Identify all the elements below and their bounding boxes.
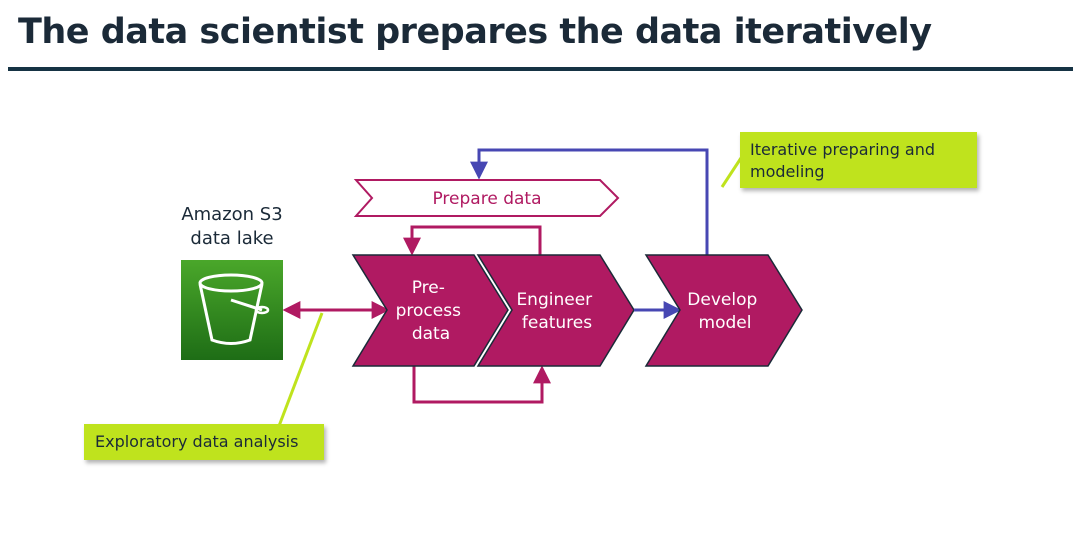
preprocess-label: Pre- process data: [396, 278, 467, 344]
preprocess-data-step: Pre- process data: [351, 254, 509, 367]
s3-label-line2: data lake: [190, 228, 274, 249]
develop-model-step: Develop model: [644, 254, 803, 367]
develop-label: Develop model: [687, 290, 762, 333]
callout-iterative-modeling: Iterative preparing and modeling: [740, 132, 977, 188]
preprocess-top-loop: [403, 225, 542, 256]
iteration-loop-arrow: [470, 148, 709, 256]
prepare-data-banner: Prepare data: [353, 179, 620, 217]
title-divider: [8, 67, 1073, 71]
prepare-data-label: Prepare data: [432, 189, 541, 209]
page-title: The data scientist prepares the data ite…: [18, 12, 932, 52]
s3-bucket-icon: [181, 260, 283, 360]
callout-eda-leader: [277, 312, 324, 427]
develop-label-line1: Develop: [687, 290, 757, 310]
callout-iterative-line1: Iterative preparing and: [750, 140, 936, 159]
develop-label-line2: model: [699, 313, 752, 333]
preprocess-bottom-loop: [412, 365, 551, 404]
callout-exploratory-analysis: Exploratory data analysis: [84, 424, 324, 460]
preprocess-label-line1: Pre-: [412, 278, 445, 298]
callout-iterative-leader: [720, 157, 743, 188]
engineer-label: Engineer features: [516, 290, 597, 333]
s3-label-line1: Amazon S3: [181, 204, 283, 225]
callout-iterative-line2: modeling: [750, 162, 825, 181]
s3-data-lake-label: Amazon S3 data lake: [162, 203, 302, 251]
engineer-label-line2: features: [522, 313, 592, 333]
engineer-label-line1: Engineer: [516, 290, 592, 310]
preprocess-label-line3: data: [412, 324, 450, 344]
preprocess-label-line2: process: [396, 301, 461, 321]
engineer-features-step: Engineer features: [476, 254, 635, 367]
